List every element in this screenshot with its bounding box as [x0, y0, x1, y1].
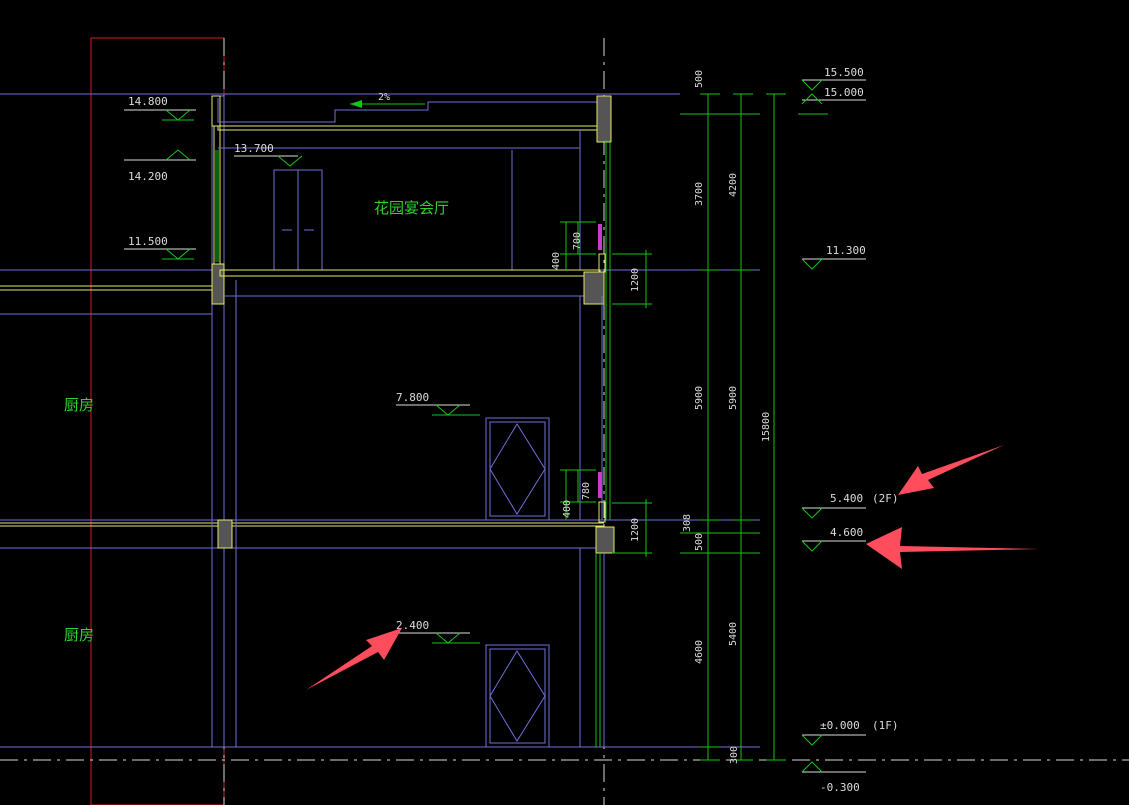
low-window-diamond: [489, 650, 546, 742]
roof-beam-right: [596, 95, 612, 143]
grid-axis-red: [90, 37, 225, 805]
left-elevation-markers: 14.800 14.200 13.700 11.500 7.800: [124, 95, 480, 644]
low-window-inner: [489, 648, 546, 744]
relev-label-2f: (2F): [872, 492, 899, 505]
elev-marker-14800: 14.800: [124, 95, 196, 121]
relev-label-4600: 4.600: [830, 526, 863, 539]
relev-label-neg0300: -0.300: [820, 781, 860, 794]
relev-label-1f: (1F): [872, 719, 899, 732]
annotation-arrows: [306, 445, 1040, 690]
floor3-beam-right: [583, 271, 605, 305]
dim-c1-5900: 5900: [694, 386, 705, 410]
mid-window-diamond: [489, 423, 546, 515]
arrow-to-4600-icon: [866, 527, 1040, 569]
dim-window-1200-lower: 1200: [630, 518, 641, 542]
dimension-chains: 500 3700 5900 308 500 4600 300 4200 5900…: [680, 70, 786, 764]
dim-c1-4600: 4600: [694, 640, 705, 664]
elev-marker-2400: 2.400: [396, 619, 480, 644]
relev-0000: ±0.000 (1F): [801, 719, 899, 746]
facade-magenta-lower: [598, 472, 602, 498]
building-section: [0, 93, 760, 748]
elev-label-2400: 2.400: [396, 619, 429, 632]
dim-sill-400-upper: 400: [551, 252, 562, 270]
facade-magenta-upper: [598, 224, 602, 250]
floor2-beam-right: [595, 526, 615, 554]
right-elevation-markers: 15.500 15.000 11.300 5.400 (2F) 4.600: [798, 66, 899, 794]
dim-c1-300: 300: [729, 746, 740, 764]
dim-c1-308: 308: [682, 514, 693, 532]
relev-label-15000: 15.000: [824, 86, 864, 99]
dim-c2-5400: 5400: [728, 622, 739, 646]
mid-window: [485, 417, 550, 521]
elev-label-7800: 7.800: [396, 391, 429, 404]
floor3-slab: [219, 269, 601, 277]
left-column-node-lower: [217, 519, 233, 549]
elev-marker-7800: 7.800: [396, 391, 480, 416]
elev-label-14800: 14.800: [128, 95, 168, 108]
relev-4600: 4.600: [801, 526, 866, 552]
relev-11300: 11.300: [801, 244, 866, 270]
room-label-kitchen-lower: 厨房: [64, 626, 94, 644]
grid-lines: [0, 37, 1129, 805]
dim-c1-500-mid: 500: [694, 533, 705, 551]
relev-15500: 15.500: [801, 66, 866, 91]
roof-parapet: [217, 96, 599, 123]
dim-sill-700-upper: 700: [572, 232, 583, 250]
dim-c2-5900: 5900: [728, 386, 739, 410]
dim-c1-3700: 3700: [694, 182, 705, 206]
elev-label-13700: 13.700: [234, 142, 274, 155]
dim-sill-400-lower: 400: [562, 500, 573, 518]
roof-slab: [217, 125, 599, 131]
window-dimensions: 400 700 400 780 1200 1200: [551, 221, 652, 557]
left-column-node-upper: [211, 263, 225, 305]
facade-sill-upper: [598, 253, 606, 273]
elev-marker-11500: 11.500: [124, 235, 196, 260]
roof-slope-arrowhead: [350, 100, 362, 108]
dim-c1-500-top: 500: [694, 70, 705, 88]
room-label-garden-hall: 花园宴会厅: [374, 199, 449, 217]
relev-label-0000: ±0.000: [820, 719, 860, 732]
relev-label-5400: 5.400: [830, 492, 863, 505]
dim-window-1200-upper: 1200: [630, 268, 641, 292]
elev-marker-14200: 14.200: [124, 149, 196, 183]
low-window: [485, 644, 550, 748]
relev-label-15500: 15.500: [824, 66, 864, 79]
dim-c2-4200: 4200: [728, 173, 739, 197]
relev-15000: 15.000: [798, 86, 866, 115]
elev-label-11500: 11.500: [128, 235, 168, 248]
elev-label-14200: 14.200: [128, 170, 168, 183]
arrow-to-2f-icon: [898, 445, 1004, 495]
left-column-cap: [211, 95, 221, 127]
relev-label-11300: 11.300: [826, 244, 866, 257]
facade-sill-lower: [598, 501, 606, 523]
roof-slope: 2%: [350, 92, 425, 108]
relev-neg0300: -0.300: [801, 761, 866, 794]
room-label-kitchen-upper: 厨房: [64, 396, 94, 414]
dim-sill-780-lower: 780: [581, 482, 592, 500]
arrow-to-2400-icon: [306, 628, 402, 690]
relev-5400: 5.400 (2F): [801, 492, 899, 519]
dim-c3-15800: 15800: [761, 412, 772, 442]
mid-window-inner: [489, 421, 546, 517]
elev-marker-13700: 13.700: [234, 142, 303, 167]
roof-slope-label: 2%: [378, 92, 390, 103]
